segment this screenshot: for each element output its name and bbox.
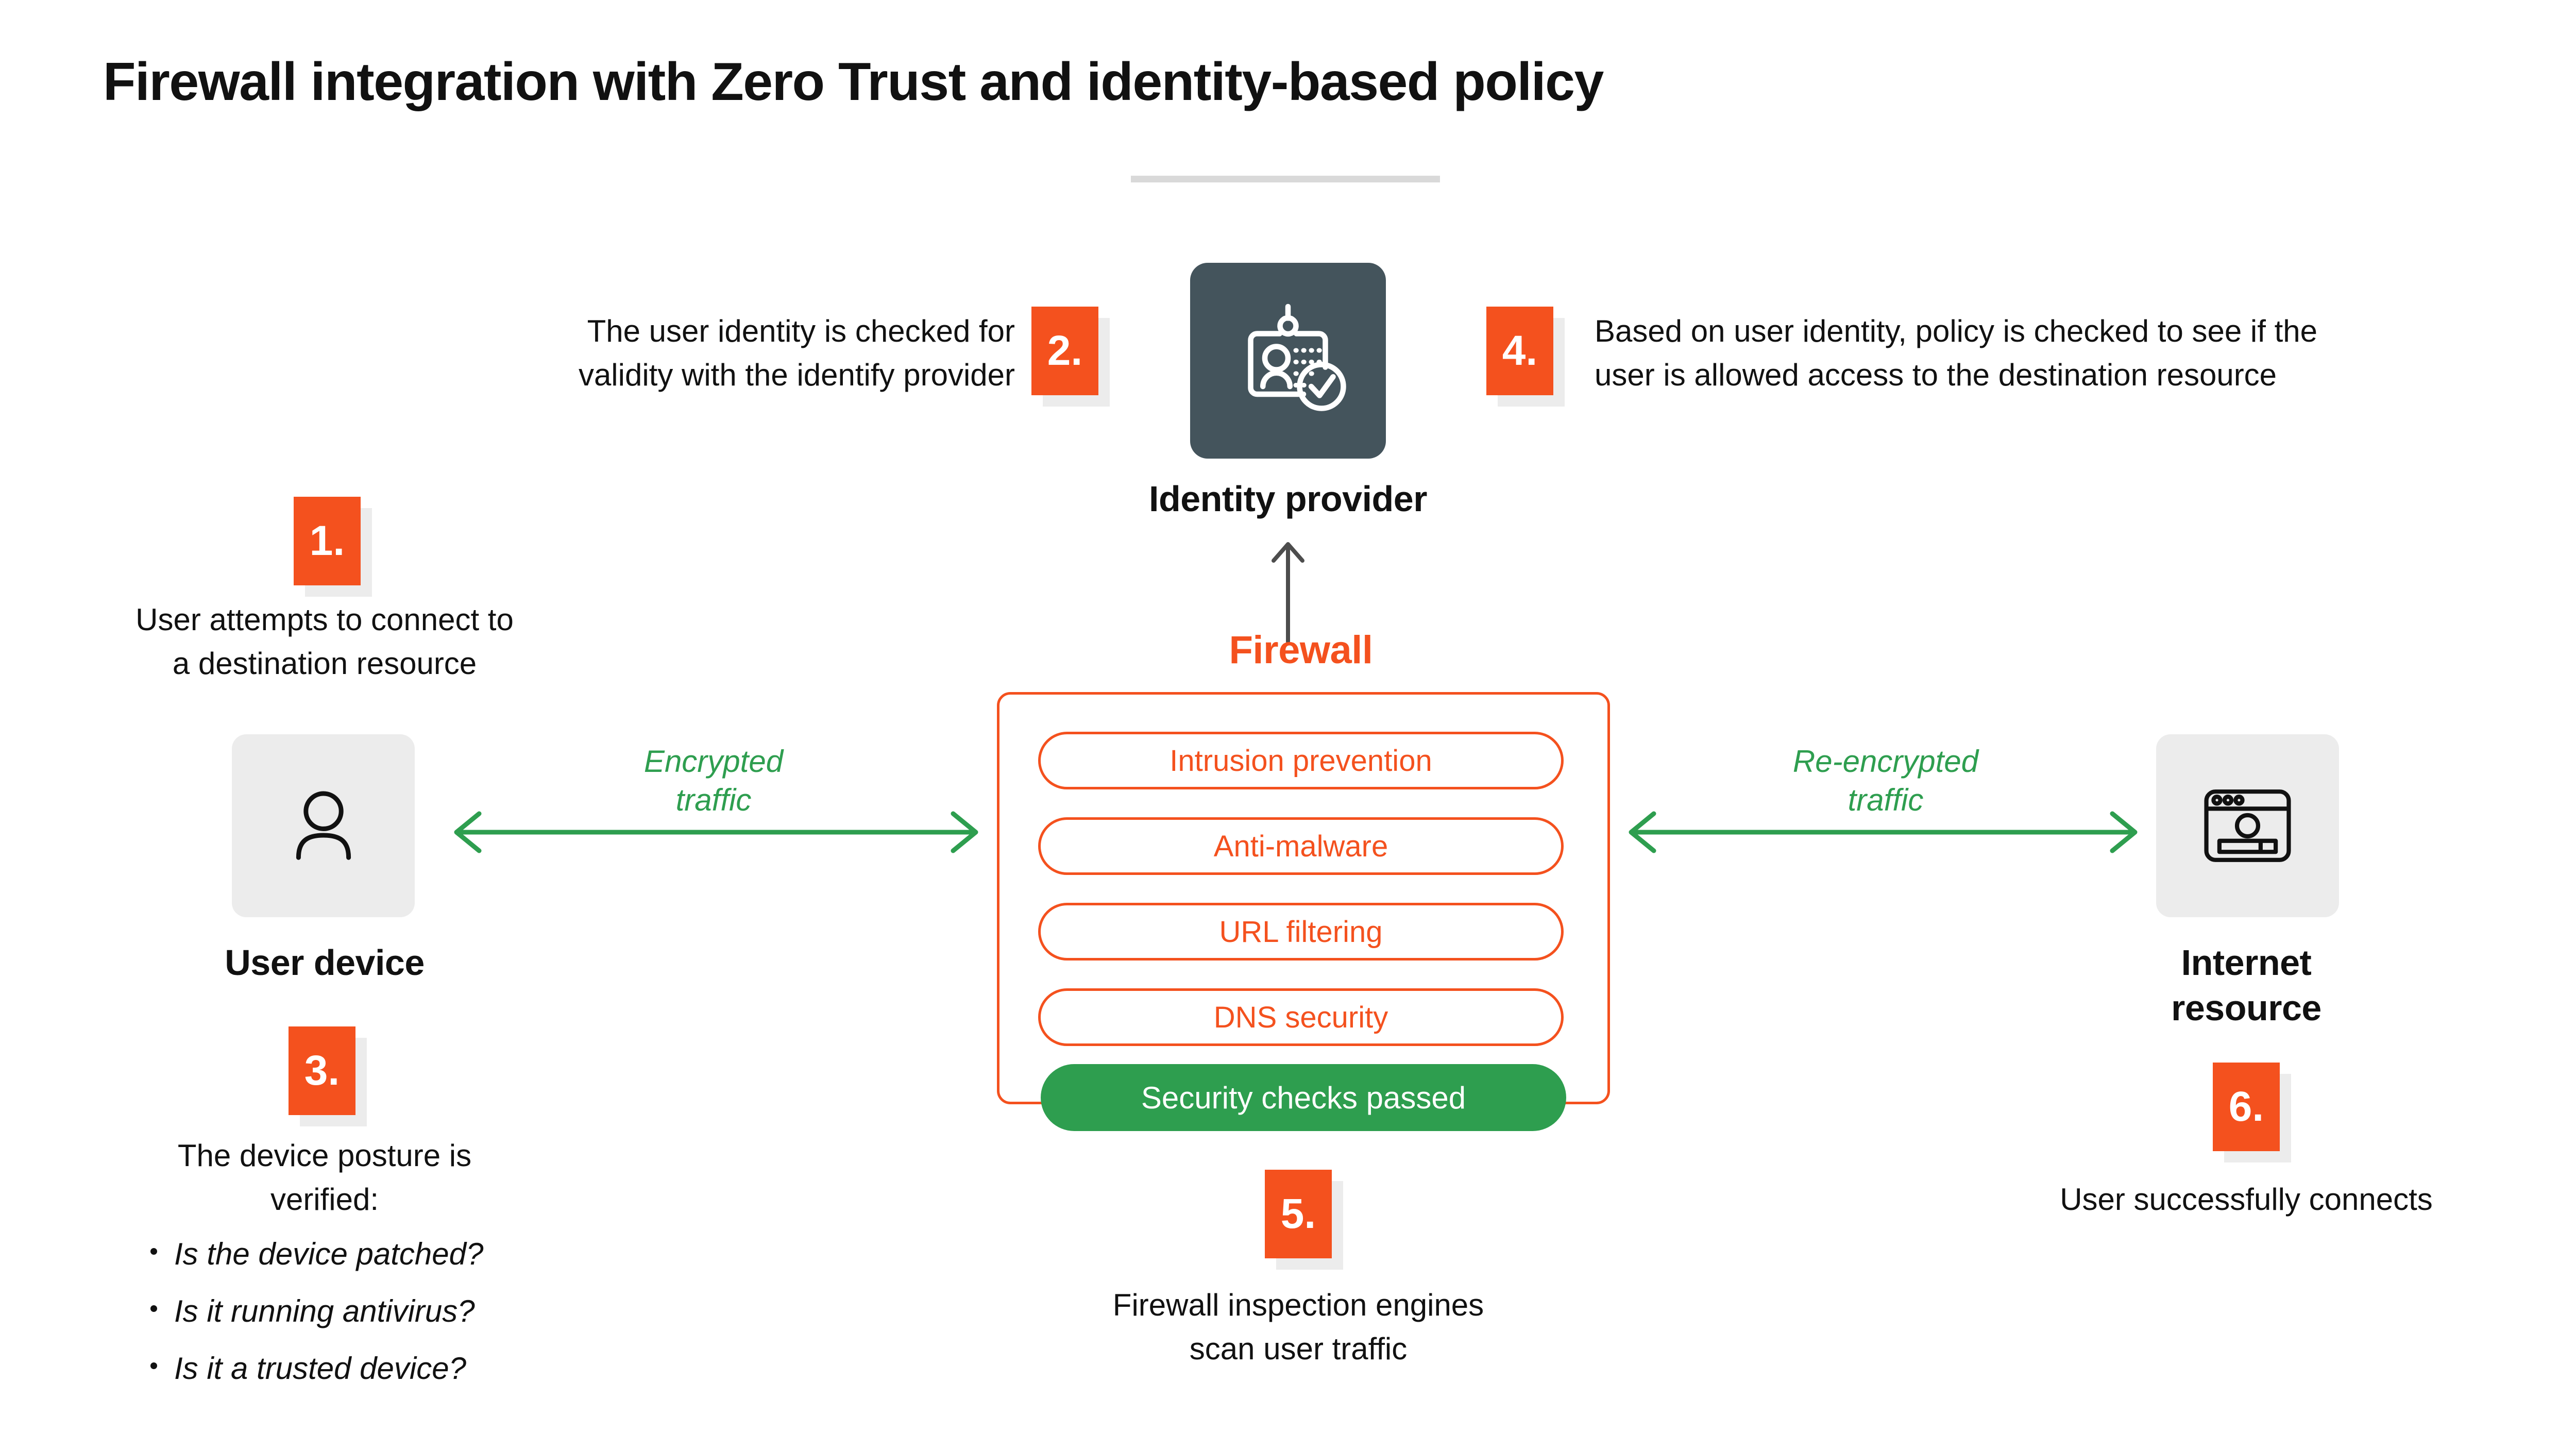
step-3-text: The device posture is verified: [93,1134,556,1221]
encrypted-traffic-line-2: traffic [675,783,752,817]
posture-check-list: Is the device patched? Is it running ant… [144,1232,608,1403]
step-4-line-1: Based on user identity, policy is checke… [1595,314,2317,348]
step-6-line-1: User successfully connects [2060,1182,2433,1217]
engine-label-1: Anti-malware [1213,829,1388,863]
step-4-text: Based on user identity, policy is checke… [1595,309,2470,397]
posture-check-item: Is it a trusted device? [144,1346,608,1391]
security-status-label: Security checks passed [1141,1080,1466,1115]
step-badge-2: 2. [1031,307,1098,395]
step-number-6: 6. [2228,1083,2264,1130]
user-device-tile [232,734,415,917]
re-encrypted-traffic-arrow [1629,811,2138,853]
step-badge-5: 5. [1265,1170,1332,1258]
page-title: Firewall integration with Zero Trust and… [103,52,1604,112]
step-5-text: Firewall inspection engines scan user tr… [1015,1283,1582,1371]
firewall-title: Firewall [1229,628,1374,672]
step-5-line-1: Firewall inspection engines [1112,1288,1484,1322]
step-2-line-2: validity with the identify provider [578,358,1015,393]
step-badge-4: 4. [1486,307,1553,395]
step-1-line-2: a destination resource [172,646,477,681]
person-icon [296,791,351,860]
engine-pill-url-filtering[interactable]: URL filtering [1038,903,1564,961]
identity-provider-caption: Identity provider [1005,477,1571,522]
step-badge-6: 6. [2213,1063,2280,1151]
engine-label-2: URL filtering [1219,915,1383,949]
step-6-text: User successfully connects [1963,1177,2530,1221]
encrypted-traffic-label: Encrypted traffic [453,742,974,819]
re-encrypted-traffic-line-1: Re-encrypted [1792,744,1979,779]
step-5-line-2: scan user traffic [1189,1332,1408,1367]
internet-resource-caption-line-2: resource [2171,987,2321,1028]
identity-provider-tile [1190,263,1386,459]
engine-pill-dns-security[interactable]: DNS security [1038,988,1564,1046]
encrypted-traffic-line-1: Encrypted [643,744,784,779]
step-badge-1: 1. [294,497,361,585]
id-badge-check-icon [1248,304,1346,411]
re-encrypted-traffic-line-2: traffic [1848,783,1924,817]
user-device-caption-line-1: User device [225,942,425,983]
engine-pill-intrusion-prevention[interactable]: Intrusion prevention [1038,732,1564,789]
engine-label-3: DNS security [1213,1000,1388,1034]
step-3-line-1: The device posture is [177,1138,472,1173]
step-number-2: 2. [1047,327,1083,374]
re-encrypted-traffic-label: Re-encrypted traffic [1625,742,2146,819]
identity-arrow [1272,542,1304,644]
step-number-4: 4. [1502,327,1538,374]
posture-check-item: Is the device patched? [144,1232,608,1276]
posture-check-item: Is it running antivirus? [144,1289,608,1334]
user-device-caption: User device [67,940,582,986]
step-number-1: 1. [309,517,345,564]
step-3-line-2: verified: [270,1182,379,1217]
step-badge-3: 3. [289,1026,355,1115]
internet-resource-caption: Internet resource [2014,940,2478,1031]
engine-label-0: Intrusion prevention [1170,744,1432,778]
step-2-line-1: The user identity is checked for [587,314,1015,348]
title-divider [1131,176,1440,182]
step-number-3: 3. [304,1047,340,1094]
step-1-line-1: User attempts to connect to [135,602,514,637]
encrypted-traffic-arrow [454,811,978,853]
identity-provider-caption-line-1: Identity provider [1149,479,1427,519]
step-1-text: User attempts to connect to a destinatio… [93,598,556,685]
engine-pill-anti-malware[interactable]: Anti-malware [1038,817,1564,875]
step-number-5: 5. [1280,1190,1316,1237]
step-2-text: The user identity is checked for validit… [381,309,1015,397]
internet-resource-caption-line-1: Internet [2181,942,2312,983]
browser-window-icon [2204,789,2291,862]
security-status-badge: Security checks passed [1041,1064,1566,1131]
internet-resource-tile [2156,734,2339,917]
step-4-line-2: user is allowed access to the destinatio… [1595,358,2277,393]
